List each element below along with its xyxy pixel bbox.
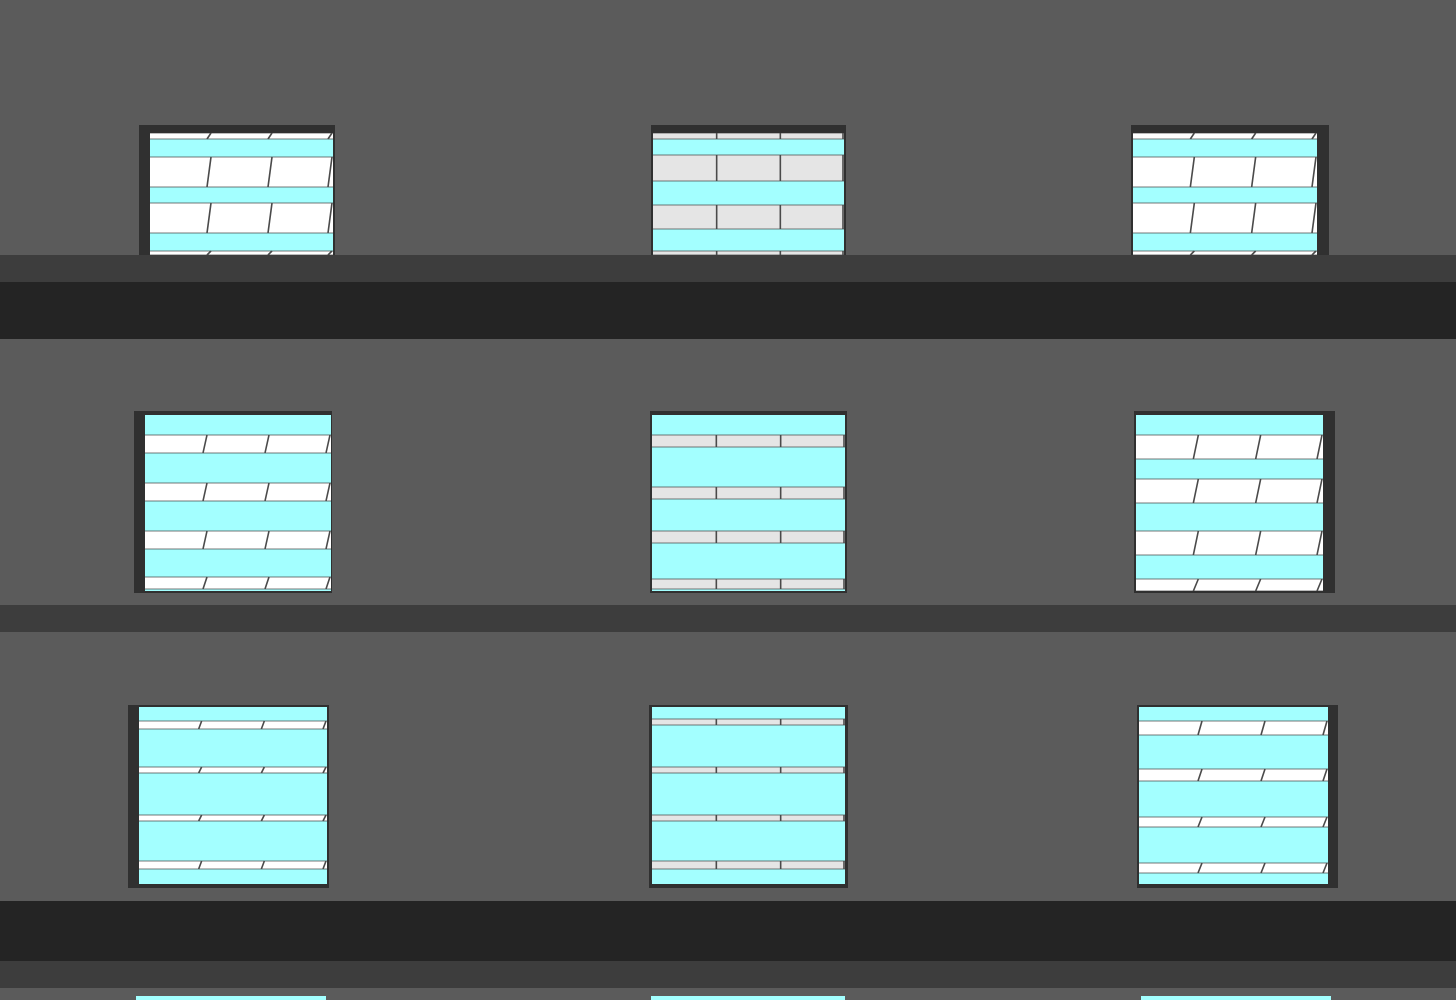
blind-slat: [1136, 434, 1323, 460]
window-row3-left: [128, 705, 329, 888]
blind-slat: [145, 576, 331, 590]
window-row3-right: [1137, 705, 1338, 888]
blind-slat: [652, 766, 845, 774]
window-row1-center: [651, 125, 846, 255]
floor-ledge-middle: [0, 605, 1456, 632]
floor-ledge-bottom: [0, 961, 1456, 988]
window-row4-center: [651, 996, 845, 1000]
floor-beam-bottom: [0, 901, 1456, 961]
window-row2-left: [134, 411, 332, 593]
window-glass: [150, 133, 333, 255]
blind-slat: [652, 718, 845, 726]
floor-ledge-top: [0, 255, 1456, 282]
blind-slat: [1136, 578, 1323, 591]
window-row4-right: [1141, 996, 1331, 1000]
glass-pane: [150, 133, 333, 255]
blind-slat: [139, 766, 327, 774]
window-row2-center: [650, 411, 847, 593]
window-glass: [139, 707, 327, 884]
blind-slat: [145, 434, 331, 454]
blind-slat: [652, 530, 845, 544]
blind-slat: [653, 204, 844, 230]
blind-slat: [652, 860, 845, 870]
blind-slat: [139, 720, 327, 730]
window-glass: [652, 707, 845, 884]
window-row1-right: [1131, 125, 1329, 255]
floor-beam-top: [0, 282, 1456, 339]
blind-slat: [1133, 202, 1317, 234]
window-row1-left: [139, 125, 335, 255]
blind-slat: [1133, 250, 1317, 255]
blind-slat: [139, 814, 327, 822]
window-glass: [652, 415, 845, 591]
blind-slat: [1136, 478, 1323, 504]
glass-pane: [652, 707, 845, 884]
blind-slat: [652, 578, 845, 590]
blind-slat: [150, 156, 333, 188]
window-row3-center: [649, 705, 848, 888]
blind-slat: [1133, 156, 1317, 188]
window-glass: [1136, 415, 1323, 591]
blind-slat: [150, 250, 333, 255]
glass-pane: [653, 133, 844, 255]
blind-slat: [652, 814, 845, 822]
blind-slat: [1136, 530, 1323, 556]
window-row2-right: [1134, 411, 1335, 593]
window-glass: [1139, 707, 1328, 884]
glass-pane: [1139, 707, 1328, 884]
window-glass: [653, 133, 844, 255]
glass-pane: [1133, 133, 1317, 255]
blind-slat: [150, 202, 333, 234]
blind-slat: [1139, 816, 1328, 828]
glass-pane: [139, 707, 327, 884]
blind-slat: [652, 434, 845, 448]
blind-slat: [139, 860, 327, 870]
blind-slat: [1139, 862, 1328, 874]
blind-slat: [653, 154, 844, 182]
blind-slat: [653, 133, 844, 140]
blind-slat: [145, 530, 331, 550]
blind-slat: [145, 482, 331, 502]
blind-slat: [1139, 768, 1328, 782]
window-row4-left: [136, 996, 326, 1000]
blind-slat: [1139, 720, 1328, 736]
blind-slat: [1133, 133, 1317, 140]
blind-slat: [653, 250, 844, 255]
blind-slat: [652, 486, 845, 500]
window-glass: [145, 415, 331, 591]
window-glass: [1133, 133, 1317, 255]
blind-slat: [150, 133, 333, 140]
